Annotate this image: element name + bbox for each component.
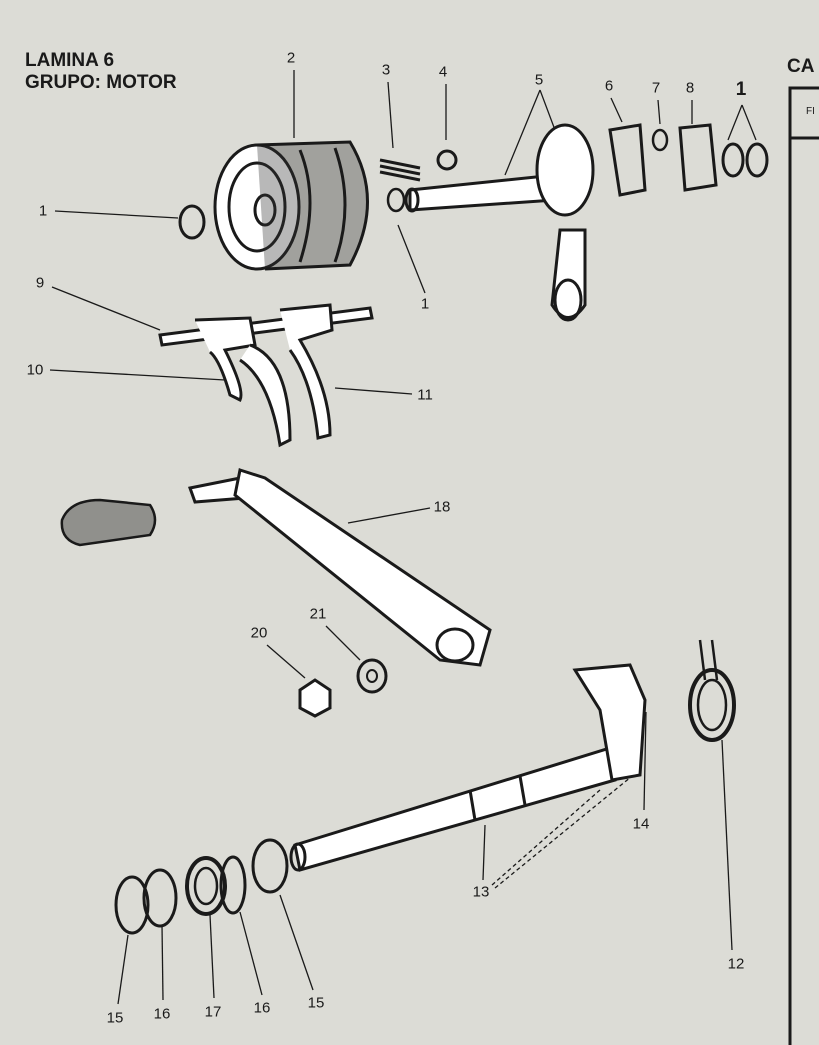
selector-shaft [404, 123, 595, 322]
callout-4: 4 [438, 63, 448, 81]
callout-1: 1 [735, 79, 747, 100]
callout-3: 3 [381, 61, 391, 79]
callout-1: 1 [38, 202, 48, 220]
pawl [608, 123, 647, 197]
spring [379, 158, 421, 182]
callout-18: 18 [433, 498, 451, 516]
seal [185, 856, 227, 916]
gear-lever [188, 468, 492, 667]
callout-11: 11 [417, 386, 433, 404]
circlip [721, 142, 745, 178]
callout-6: 6 [604, 77, 614, 95]
side-table-frame [788, 86, 819, 1045]
callout-14: 14 [632, 815, 650, 833]
spring-small [651, 128, 669, 152]
callout-2: 2 [286, 49, 296, 67]
selector-forks [158, 303, 374, 448]
nut [298, 678, 332, 718]
circlip [745, 142, 769, 178]
page-title: LAMINA 6 [25, 50, 115, 71]
callout-5: 5 [534, 71, 544, 89]
callout-10: 10 [26, 361, 44, 379]
circlip [114, 875, 150, 935]
selector-drum [213, 140, 369, 271]
callout-1: 1 [420, 295, 430, 313]
gearshift-shaft [289, 663, 647, 872]
circlip [251, 838, 289, 894]
circlip [178, 204, 206, 240]
callout-15: 15 [106, 1009, 124, 1027]
washer [356, 658, 388, 694]
leader-lines [49, 70, 757, 1005]
callout-8: 8 [685, 79, 695, 97]
callout-9: 9 [35, 274, 45, 292]
washer [142, 868, 178, 928]
rubber-pad [60, 498, 157, 547]
callout-13: 13 [472, 883, 490, 901]
ball [436, 149, 458, 171]
callout-16: 16 [153, 1005, 171, 1023]
page-subtitle: GRUPO: MOTOR [25, 72, 177, 93]
circlip [386, 187, 406, 213]
callout-16: 16 [253, 999, 271, 1017]
side-table-column-header: FI [806, 106, 815, 117]
side-table-heading: CA [787, 56, 815, 77]
callout-15: 15 [307, 994, 325, 1012]
callout-17: 17 [204, 1003, 222, 1021]
return-spring [688, 668, 736, 742]
callout-7: 7 [651, 79, 661, 97]
callout-21: 21 [309, 605, 327, 623]
callout-20: 20 [250, 624, 268, 642]
washer [219, 855, 247, 915]
callout-12: 12 [727, 955, 745, 973]
plate [678, 123, 718, 192]
